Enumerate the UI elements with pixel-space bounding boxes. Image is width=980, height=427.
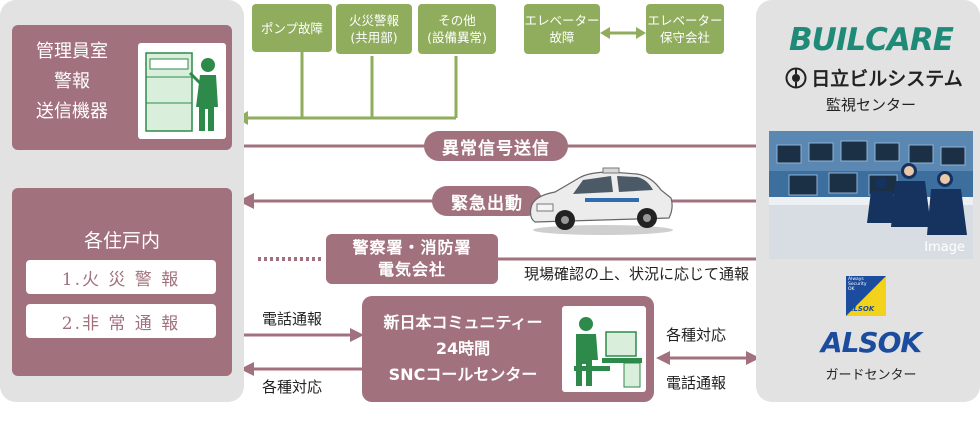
management-line-2: 警報 — [54, 71, 90, 92]
phone-report-left-label: 電話通報 — [262, 310, 323, 328]
pump-failure-label: ポンプ故障 — [260, 20, 324, 36]
emergency-dispatch-pill: 緊急出動 — [432, 186, 542, 216]
fire-alarm-box: 火災警報 (共用部) — [336, 4, 412, 54]
onsite-note: 現場確認の上、状況に応じて通報 — [524, 265, 750, 283]
elevator-fault-label: エレベーター — [524, 13, 600, 28]
fire-alarm-sub: (共用部) — [350, 30, 398, 45]
pump-failure-box: ポンプ故障 — [252, 4, 332, 52]
snc-center-box: 新日本コミュニティー 24時間 SNCコールセンター — [362, 296, 654, 402]
elevator-fault-box: エレベーター 故障 — [524, 4, 600, 54]
hitachi-logo-text: 日立ビルシステム — [811, 68, 963, 90]
guard-center-label: ガードセンター — [825, 368, 917, 383]
police-fire-line-2: 電気会社 — [377, 260, 446, 279]
snc-line-3: SNCコールセンター — [388, 365, 538, 384]
various-response-right-label: 各種対応 — [666, 326, 727, 344]
emergency-report-item: 2.非 常 通 報 — [26, 304, 216, 338]
snc-line-2: 24時間 — [435, 339, 491, 358]
green-feed-lines — [246, 50, 458, 120]
other-equipment-box: その他 (設備異常) — [418, 4, 496, 54]
response-arrowhead — [240, 362, 254, 376]
various-response-left-label: 各種対応 — [262, 378, 323, 396]
elevator-maint-label: エレベーター — [647, 13, 723, 28]
snc-line-1: 新日本コミュニティー — [383, 313, 543, 332]
hitachi-mark-icon — [785, 67, 807, 88]
abnormal-signal-pill: 異常信号送信 — [424, 131, 568, 161]
fire-alarm-item: 1.火 災 警 報 — [26, 260, 216, 294]
operator-icon — [562, 306, 646, 392]
hitachi-logo-row: 日立ビルシステム — [776, 64, 972, 91]
alsok-tag-2: Security — [848, 282, 867, 287]
monitoring-room-image: Image — [769, 131, 973, 259]
elevator-maint-box: エレベーター 保守会社 — [646, 4, 724, 54]
elevator-double-arrow — [600, 27, 646, 39]
units-title: 各住戸内 — [83, 230, 160, 252]
elevator-maint-sub: 保守会社 — [659, 30, 710, 45]
fire-alarm-label: 火災警報 — [348, 13, 399, 28]
management-line-3: 送信機器 — [36, 101, 108, 122]
police-fire-box: 警察署・消防署 電気会社 — [326, 234, 498, 284]
police-fire-line-1: 警察署・消防署 — [352, 238, 472, 257]
alsok-tag-1: Always — [848, 277, 864, 282]
phone-report-right-label: 電話通報 — [666, 374, 727, 392]
buil-care-logo: BUILCARE — [789, 22, 954, 58]
alsok-square-logo: Always Security OK ALSOK — [846, 276, 886, 316]
management-box: 管理員室 警報 送信機器 — [12, 25, 232, 150]
management-line-1: 管理員室 — [36, 41, 108, 62]
alsok-tag-brand: ALSOK — [848, 305, 875, 313]
monitor-center-label: 監視センター — [825, 96, 916, 114]
elevator-fault-sub: 故障 — [549, 30, 575, 45]
image-caption: Image — [924, 240, 965, 255]
patrol-car-image — [525, 164, 675, 236]
other-sub: (設備異常) — [427, 30, 487, 45]
dispatch-arrowhead — [238, 193, 254, 209]
alsok-tag-3: OK — [848, 287, 855, 292]
phone-report-arrowhead — [350, 328, 364, 342]
alarm-transmitter-icon — [138, 43, 226, 139]
other-label: その他 — [438, 13, 476, 28]
alsok-logo: ALSOK — [820, 326, 922, 359]
units-box: 各住戸内 1.火 災 警 報 2.非 常 通 報 — [12, 188, 232, 376]
